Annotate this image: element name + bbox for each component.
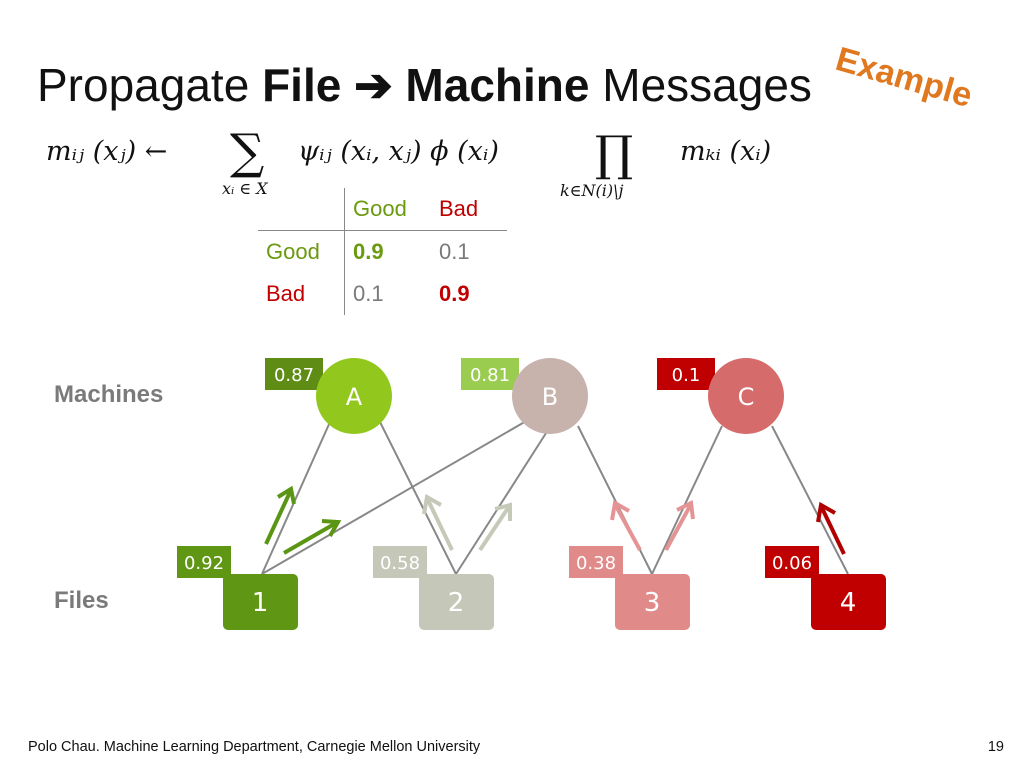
file-node-1[interactable]: 0.92 1 <box>177 546 298 630</box>
machine-score-A: 0.87 <box>274 365 314 386</box>
message-arrow-2-B <box>478 502 512 552</box>
file-label-1: 1 <box>252 588 269 618</box>
table-row-label-good: Good <box>258 230 345 273</box>
files-label: Files <box>54 587 109 614</box>
machine-score-B: 0.81 <box>470 365 510 386</box>
file-score-3: 0.38 <box>576 553 616 574</box>
file-score-4: 0.06 <box>772 553 812 574</box>
machine-score-tag-C <box>657 358 715 390</box>
file-box-4 <box>811 574 886 630</box>
message-arrow-1-B <box>283 519 342 555</box>
machine-node-A[interactable]: 0.87 A <box>265 358 392 434</box>
message-arrow-1-A <box>264 485 296 545</box>
table-header-bad: Bad <box>439 196 479 221</box>
table-header-row: Good Bad <box>258 188 507 231</box>
title-machine: Machine <box>405 59 590 111</box>
file-box-3 <box>615 574 690 630</box>
file-score-tag-1 <box>177 546 231 578</box>
table-header-good: Good <box>344 188 431 231</box>
machine-score-tag-A <box>265 358 323 390</box>
file-label-3: 3 <box>644 588 661 618</box>
machine-node-C[interactable]: 0.1 C <box>657 358 784 434</box>
file-score-tag-3 <box>569 546 623 578</box>
file-node-4[interactable]: 0.06 4 <box>765 546 886 630</box>
machine-score-tag-B <box>461 358 519 390</box>
footer-credit: Polo Chau. Machine Learning Department, … <box>28 739 481 755</box>
table-row-label-bad: Bad <box>266 281 306 306</box>
file-node-2[interactable]: 0.58 2 <box>373 546 494 630</box>
title-arrow: ➔ <box>354 59 393 111</box>
message-arrow-3-B <box>610 499 642 551</box>
slide-title: Propagate File ➔ Machine Messages <box>37 58 812 112</box>
edge-potential-table: Good Bad Good 0.9 0.1 Bad 0.1 0.9 <box>258 188 507 315</box>
file-node-3[interactable]: 0.38 3 <box>569 546 690 630</box>
title-part2: Messages <box>589 59 812 111</box>
message-arrows <box>264 485 846 555</box>
message-arrow-4-C <box>816 501 846 555</box>
machine-circle-C <box>708 358 784 434</box>
edge-2-A <box>379 421 457 575</box>
edge-3-C <box>651 425 723 575</box>
machine-label-C: C <box>738 383 755 411</box>
file-score-1: 0.92 <box>184 553 224 574</box>
edge-1-A <box>261 421 331 575</box>
file-score-tag-4 <box>765 546 819 578</box>
edge-4-C <box>771 425 849 575</box>
machine-label-A: A <box>346 383 363 411</box>
machine-label-B: B <box>542 383 558 411</box>
table-row-good: Good 0.9 0.1 <box>258 230 507 273</box>
file-score-2: 0.58 <box>380 553 420 574</box>
table-cell-good-bad: 0.1 <box>431 230 507 273</box>
machine-circle-A <box>316 358 392 434</box>
title-file: File <box>262 59 342 111</box>
machine-circle-B <box>512 358 588 434</box>
table-row-bad: Bad 0.1 0.9 <box>258 273 507 315</box>
edge-1-B <box>261 419 529 575</box>
message-arrow-3-C <box>664 499 695 551</box>
table-cell-bad-good: 0.1 <box>344 273 431 315</box>
file-label-4: 4 <box>840 588 857 618</box>
machines-label: Machines <box>54 381 164 408</box>
page-number: 19 <box>987 739 1004 755</box>
edge-2-B <box>455 429 549 575</box>
edges <box>261 419 849 575</box>
file-box-2 <box>419 574 494 630</box>
file-box-1 <box>223 574 298 630</box>
message-arrow-2-A <box>422 493 454 551</box>
table-cell-good-good: 0.9 <box>344 230 431 273</box>
machine-score-C: 0.1 <box>672 365 701 386</box>
table-cell-bad-bad: 0.9 <box>439 281 470 306</box>
machine-node-B[interactable]: 0.81 B <box>461 358 588 434</box>
title-part1: Propagate <box>37 59 263 111</box>
file-label-2: 2 <box>448 588 465 618</box>
file-score-tag-2 <box>373 546 427 578</box>
